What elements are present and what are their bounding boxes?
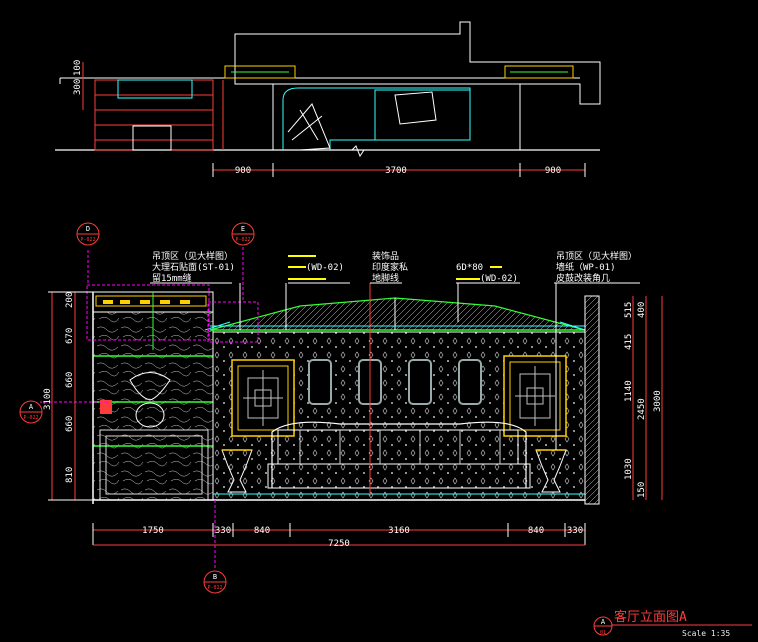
dim-bottom-total: 7250 xyxy=(328,539,350,549)
dim-left-5: 810 xyxy=(65,467,75,483)
annotation-3-line-3: 地脚线 xyxy=(372,272,399,284)
top-dim-2: 3700 xyxy=(385,166,407,176)
annotation-5-line-1: 吊顶区（见大样图） xyxy=(556,250,637,262)
drawing-title: 客厅立面图A xyxy=(614,609,687,625)
dim-right-total: 3000 xyxy=(653,390,663,412)
dim-right-5: 400 xyxy=(637,302,647,318)
section-marker-e-letter: E xyxy=(241,225,245,233)
annotation-3-line-2: 印度家私 xyxy=(372,261,408,273)
section-marker-e[interactable]: E P-022 xyxy=(231,222,255,246)
dim-bottom-1: 1750 xyxy=(142,526,164,536)
annotation-1-line-3: 留15mm缝 xyxy=(152,272,192,284)
dim-left-4: 660 xyxy=(65,416,75,432)
lattice-panel-left xyxy=(231,359,295,437)
dim-bottom-5: 840 xyxy=(528,526,544,536)
section-marker-b[interactable]: B P-022 xyxy=(203,500,227,594)
dim-bottom-6: 330 xyxy=(567,526,583,536)
dim-right-3: 1140 xyxy=(624,380,634,402)
dim-right-2: 415 xyxy=(624,334,634,350)
sofa xyxy=(267,421,531,489)
dim-left-1: 200 xyxy=(65,292,75,308)
lattice-panel-right xyxy=(503,355,567,437)
section-marker-a[interactable]: A P-022 xyxy=(19,400,43,424)
section-marker-b-sheet: P-022 xyxy=(207,585,222,591)
section-marker-b-letter: B xyxy=(213,573,217,581)
annotation-1-line-1: 吊顶区（见大样图） xyxy=(152,250,233,262)
top-elevation: 900 3700 900 300 100 xyxy=(55,21,601,177)
section-marker-d-letter: D xyxy=(86,225,90,233)
section-marker-e-sheet: P-022 xyxy=(235,237,250,243)
dim-right-7: 150 xyxy=(637,482,647,498)
dim-right-4: 1030 xyxy=(624,458,634,480)
drawing-scale: Scale 1:35 xyxy=(682,629,730,638)
top-dim-1: 900 xyxy=(235,166,251,176)
annotation-5-line-2: 墙纸（WP-01) xyxy=(556,261,616,273)
dim-left-3: 660 xyxy=(65,372,75,388)
dim-left-2: 670 xyxy=(65,328,75,344)
dim-bottom-3: 840 xyxy=(254,526,270,536)
section-marker-d-sheet: P-022 xyxy=(80,237,95,243)
dim-right-6: 2450 xyxy=(637,398,647,420)
top-dim-left-2: 100 xyxy=(73,60,83,76)
annotation-4-line-1: 6D*80 xyxy=(456,263,483,273)
dim-bottom-2: 330 xyxy=(215,526,231,536)
main-elevation: 吊顶区（见大样图） 大理石贴面(ST-01) 留15mm缝 (WD-02) 装饰… xyxy=(19,222,663,594)
annotation-3-line-1: 装饰品 xyxy=(372,250,399,262)
section-marker-a-letter: A xyxy=(29,403,34,411)
title-block: A 01 客厅立面图A Scale 1:35 xyxy=(593,609,752,638)
annotation-1-line-2: 大理石贴面(ST-01) xyxy=(152,261,235,273)
top-dim-left-1: 300 xyxy=(73,79,83,95)
annotation-2-line-2: (WD-02) xyxy=(306,263,344,273)
top-dim-3: 900 xyxy=(545,166,561,176)
section-marker-d[interactable]: D P-022 xyxy=(76,222,100,246)
title-symbol-letter: A xyxy=(601,618,606,626)
annotation-5-line-3: 皮鼓改装角几 xyxy=(556,272,610,284)
dim-left-total: 3100 xyxy=(43,388,53,410)
section-marker-a-sheet: P-022 xyxy=(23,415,38,421)
dim-right-1: 515 xyxy=(624,302,634,318)
annotation-4-line-2: (WD-02) xyxy=(480,274,518,284)
dim-bottom-4: 3160 xyxy=(388,526,410,536)
title-symbol-number: 01 xyxy=(600,630,606,636)
